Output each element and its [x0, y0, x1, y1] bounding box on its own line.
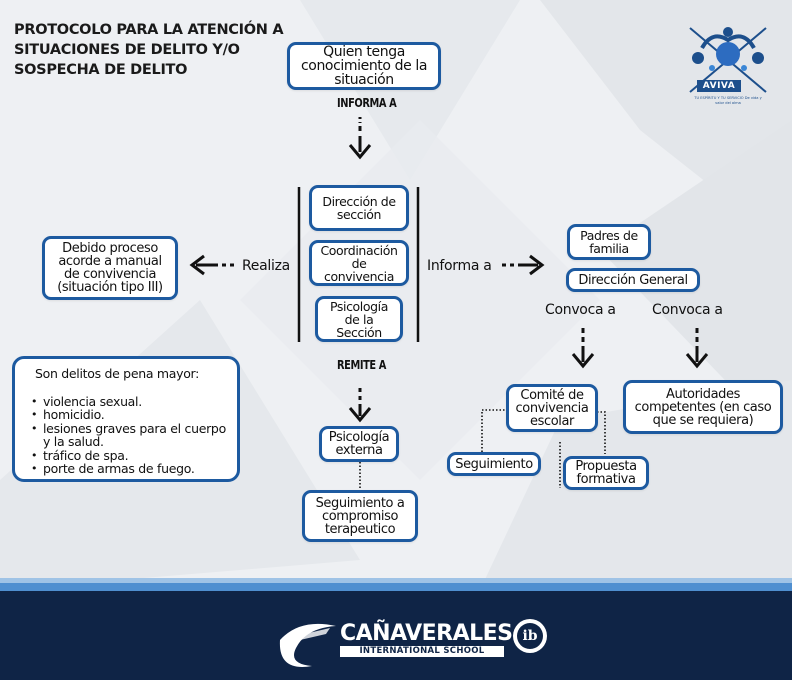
arrow-right	[502, 254, 545, 276]
box-propuesta-formativa: Propuesta formativa	[563, 456, 649, 490]
footer-stripe-light	[0, 578, 792, 583]
dotted-connectors	[359, 409, 606, 492]
box-padres-familia: Padres de familia	[567, 224, 651, 260]
label-realiza: Realiza	[242, 258, 290, 274]
arrow-down-3	[571, 328, 595, 369]
box-comite-convivencia: Comité de convivencia escolar	[506, 384, 598, 432]
box-quien-tenga-conocimiento: Quien tenga conocimiento de la situación	[287, 42, 441, 90]
school-subtitle: INTERNATIONAL SCHOOL	[340, 646, 504, 657]
label-informa-a-upper: INFORMA A	[337, 96, 397, 110]
box-psicologia-seccion: Psicología de la Sección	[315, 296, 403, 342]
delito-item: homicidio.	[31, 408, 229, 422]
ib-logo: ib	[522, 628, 538, 644]
box-psicologia-externa: Psicología externa	[319, 426, 399, 462]
aviva-logo	[689, 27, 767, 93]
footer	[0, 591, 792, 680]
school-name: CAÑAVERALES	[340, 621, 513, 646]
aviva-tagline: TU ESPÍRITU Y TU SERVICIO De vida y valo…	[694, 96, 762, 105]
delitos-heading: Son delitos de pena mayor:	[35, 366, 200, 381]
arrow-down-4	[685, 328, 709, 369]
box-seguimiento: Seguimiento	[447, 452, 541, 476]
arrow-down-1	[348, 117, 372, 160]
box-coordinacion-convivencia: Coordinación de convivencia	[309, 240, 409, 286]
aviva-name: AVIVA	[697, 80, 741, 92]
label-remite-a-upper: REMITE A	[337, 358, 386, 372]
box-direccion-general: Dirección General	[566, 268, 700, 292]
arrow-left	[189, 254, 234, 276]
box-direccion-seccion: Dirección de sección	[309, 185, 409, 231]
page-title: PROTOCOLO PARA LA ATENCIÓN A SITUACIONES…	[14, 22, 284, 78]
delito-item: porte de armas de fuego.	[31, 462, 229, 476]
delito-item: violencia sexual.	[31, 394, 229, 409]
delitos-list: violencia sexual. homicidio. lesiones gr…	[31, 394, 229, 476]
delito-item: tráfico de spa.	[31, 448, 229, 463]
box-delitos-pena-mayor: Son delitos de pena mayor: violencia sex…	[12, 356, 240, 482]
footer-stripe	[0, 583, 792, 591]
label-convoca-a-2: Convoca a	[652, 302, 723, 318]
label-convoca-a-1: Convoca a	[545, 302, 616, 318]
arrow-down-2	[348, 388, 372, 423]
label-informa-a: Informa a	[427, 258, 492, 274]
delito-item: lesiones graves para el cuerpo y la salu…	[31, 421, 229, 449]
box-seguimiento-compromiso: Seguimiento a compromiso terapeutico	[302, 490, 418, 542]
box-debido-proceso: Debido proceso acorde a manual de conviv…	[42, 236, 178, 300]
box-autoridades-competentes: Autoridades competentes (en caso que se …	[623, 380, 783, 434]
